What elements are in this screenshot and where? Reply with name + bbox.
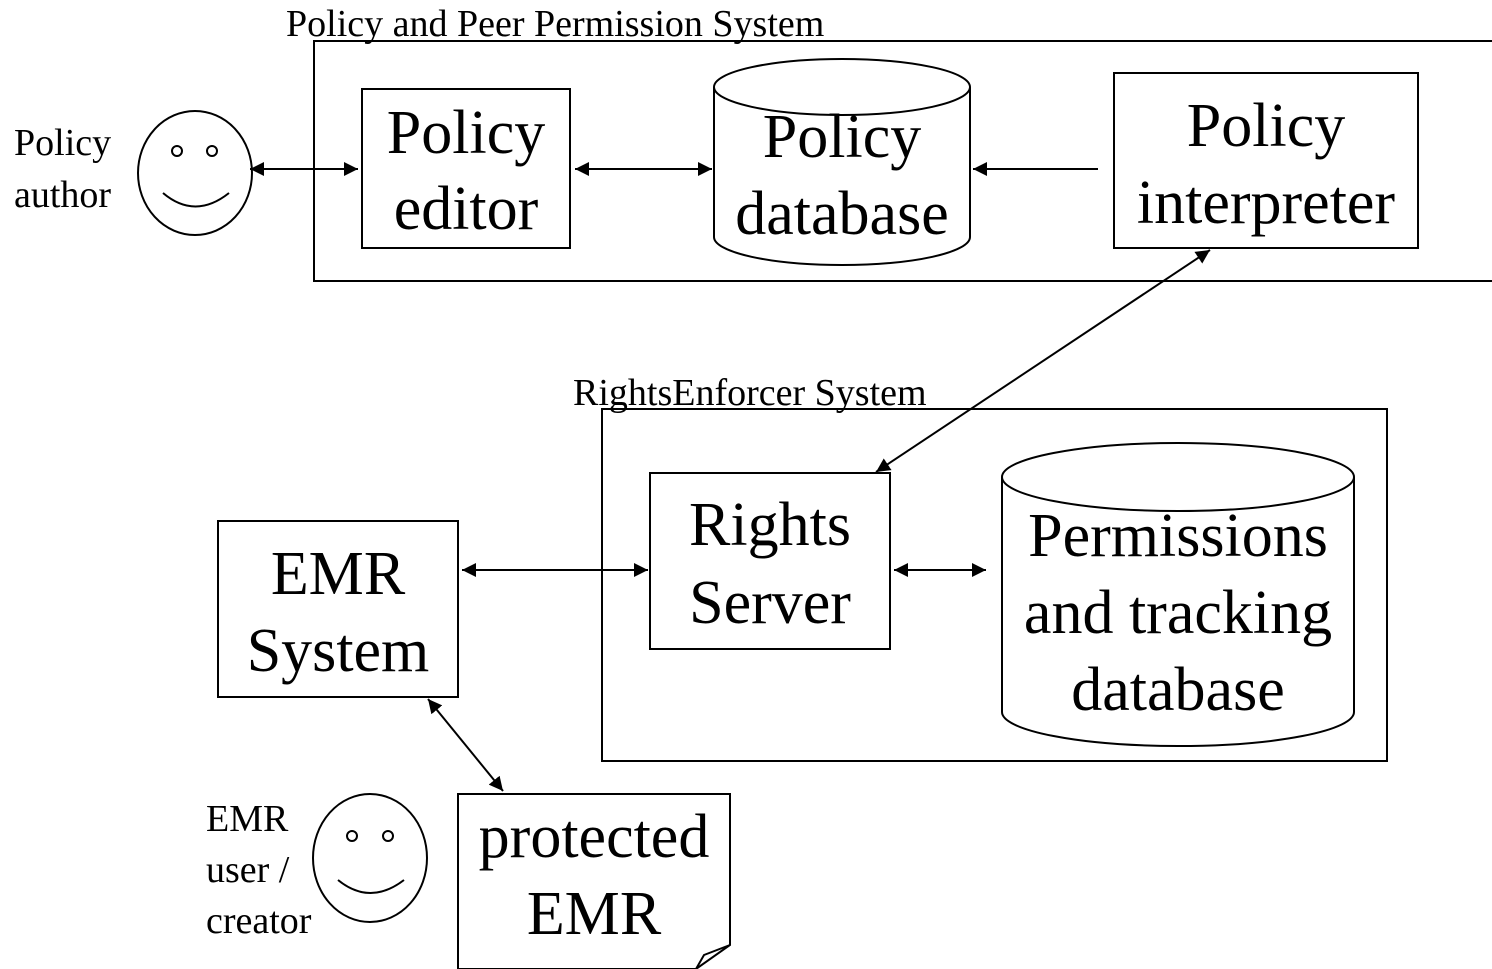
permissions-db-label-line3: database: [1071, 656, 1285, 724]
permissions-db-label-line2: and tracking: [1023, 579, 1333, 647]
policy-database-label-line1: Policy: [762, 103, 922, 171]
policy-database-cylinder: [713, 58, 971, 266]
emr-user-label-line2: user /: [206, 849, 290, 891]
arrow-interpreter-rights-server: [875, 249, 1211, 473]
policy-author-label-line2: author: [14, 174, 112, 216]
protected-emr-document: [457, 793, 731, 969]
policy-interpreter-label-line2: interpreter: [1136, 169, 1396, 237]
emr-system-label-line1: EMR: [270, 540, 406, 608]
arrow-emr-protected-emr: [427, 698, 504, 792]
rights-server-box: [649, 472, 891, 650]
protected-emr-label-line2: EMR: [526, 880, 662, 948]
emr-user-label-line1: EMR: [206, 798, 289, 840]
policy-editor-label-line1: Policy: [386, 99, 546, 167]
policy-author-label-line1: Policy: [14, 122, 112, 164]
permissions-db-label-line1: Permissions: [1028, 502, 1328, 570]
policy-author-smiley-icon: [137, 110, 253, 236]
rights-server-label-line1: Rights: [689, 491, 851, 559]
emr-system-box: [217, 520, 459, 698]
rights-system-title: RightsEnforcer System: [573, 372, 927, 414]
policy-editor-label-line2: editor: [393, 175, 539, 243]
protected-emr-label-line1: protected: [478, 803, 710, 871]
emr-user-smiley-icon: [312, 793, 428, 923]
policy-interpreter-box: [1113, 72, 1419, 249]
policy-interpreter-label-line1: Policy: [1186, 92, 1346, 160]
emr-user-label-line3: creator: [206, 900, 312, 942]
policy-database-label-line2: database: [735, 180, 949, 248]
policy-system-title: Policy and Peer Permission System: [286, 3, 825, 45]
policy-editor-box: [361, 88, 571, 249]
emr-system-label-line2: System: [246, 617, 430, 685]
rights-server-label-line2: Server: [689, 569, 851, 637]
